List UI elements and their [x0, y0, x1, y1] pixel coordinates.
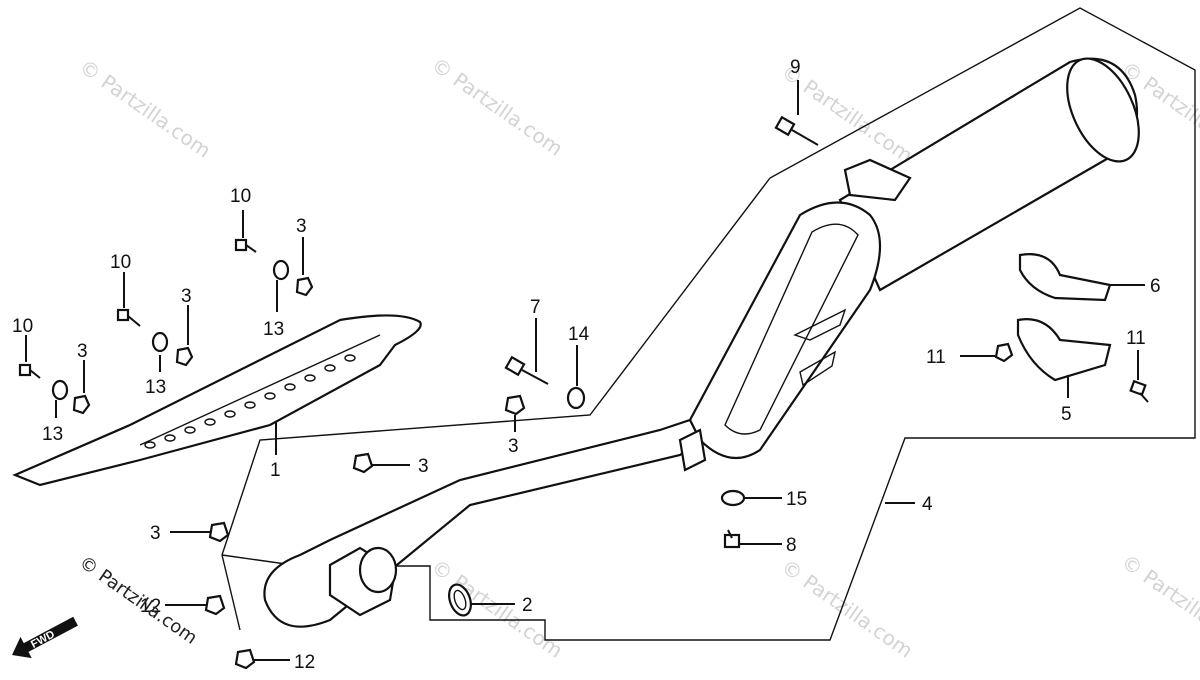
leader-lines: [25, 80, 1145, 661]
bolt-11b: [1129, 379, 1149, 403]
callout-14: 14: [568, 324, 590, 345]
band-5: [1016, 318, 1112, 382]
callout-8: 8: [786, 535, 797, 556]
assembly-outline: [221, 7, 1196, 641]
heat-shield-vents: [144, 354, 356, 449]
heat-shield: [12, 314, 422, 487]
nut-12b: [234, 648, 256, 670]
nut-12a: [204, 594, 226, 616]
watermark: © Partzilla.com: [777, 554, 917, 662]
callout-3: 3: [77, 341, 88, 362]
callout-10: 10: [230, 186, 251, 207]
washer-13c: [51, 379, 69, 401]
callout-3: 3: [418, 456, 429, 477]
callout-11: 11: [926, 347, 946, 368]
callout-2: 2: [522, 595, 533, 616]
bolt-10b: [116, 308, 141, 327]
nut-3f: [208, 521, 230, 543]
bolt-10a: [234, 238, 257, 253]
bolt-9: [774, 115, 819, 146]
callout-11: 11: [1126, 328, 1146, 349]
fwd-arrow: FWD: [12, 616, 78, 659]
band-6: [1018, 253, 1112, 302]
hardware: [18, 115, 1149, 670]
callout-13: 13: [42, 424, 63, 445]
bolt-7: [504, 355, 549, 385]
callout-3: 3: [181, 286, 192, 307]
callout-10: 10: [110, 252, 131, 273]
callout-12: 12: [294, 652, 315, 673]
watermark: © Partzilla.com: [75, 552, 201, 649]
washer-15: [720, 489, 746, 507]
callout-10: 10: [12, 316, 33, 337]
callout-3: 3: [150, 523, 161, 544]
callout-13: 13: [145, 377, 166, 398]
nut-3e: [352, 452, 374, 474]
bolt-10c: [18, 363, 41, 379]
callout-1: 1: [270, 460, 281, 481]
callout-4: 4: [922, 494, 933, 515]
callout-7: 7: [530, 297, 541, 318]
washer-13b: [151, 331, 169, 353]
muffler: [688, 57, 1140, 460]
callout-15: 15: [786, 489, 807, 510]
nut-3a: [295, 276, 314, 297]
watermark: © Partzilla.com: [75, 54, 215, 162]
watermark: © Partzilla.com: [427, 554, 567, 662]
watermark: © Partzilla.com: [1117, 549, 1200, 657]
callouts: 9 10 3 13 10 3 13 10 3 13 1 7 14 3 3 3 1…: [12, 57, 1161, 673]
watermark: © Partzilla.com: [427, 52, 567, 160]
washer-14: [566, 386, 586, 410]
fwd-label: FWD: [29, 628, 57, 650]
callout-3: 3: [508, 436, 519, 457]
nut-11a: [994, 342, 1014, 363]
gasket-2-hole: [453, 589, 467, 611]
washer-13a: [272, 259, 290, 281]
exhaust-pipe: [263, 418, 707, 628]
nut-3c: [72, 394, 91, 415]
nut-3d: [504, 394, 526, 416]
callout-12: 12: [140, 596, 161, 617]
callout-13: 13: [263, 319, 284, 340]
nut-3b: [175, 346, 194, 367]
callout-5: 5: [1061, 404, 1072, 425]
callout-9: 9: [790, 57, 801, 78]
callout-6: 6: [1150, 276, 1161, 297]
assembly-outline: [221, 554, 241, 631]
callout-3: 3: [296, 216, 307, 237]
bolt-8: [723, 529, 741, 549]
